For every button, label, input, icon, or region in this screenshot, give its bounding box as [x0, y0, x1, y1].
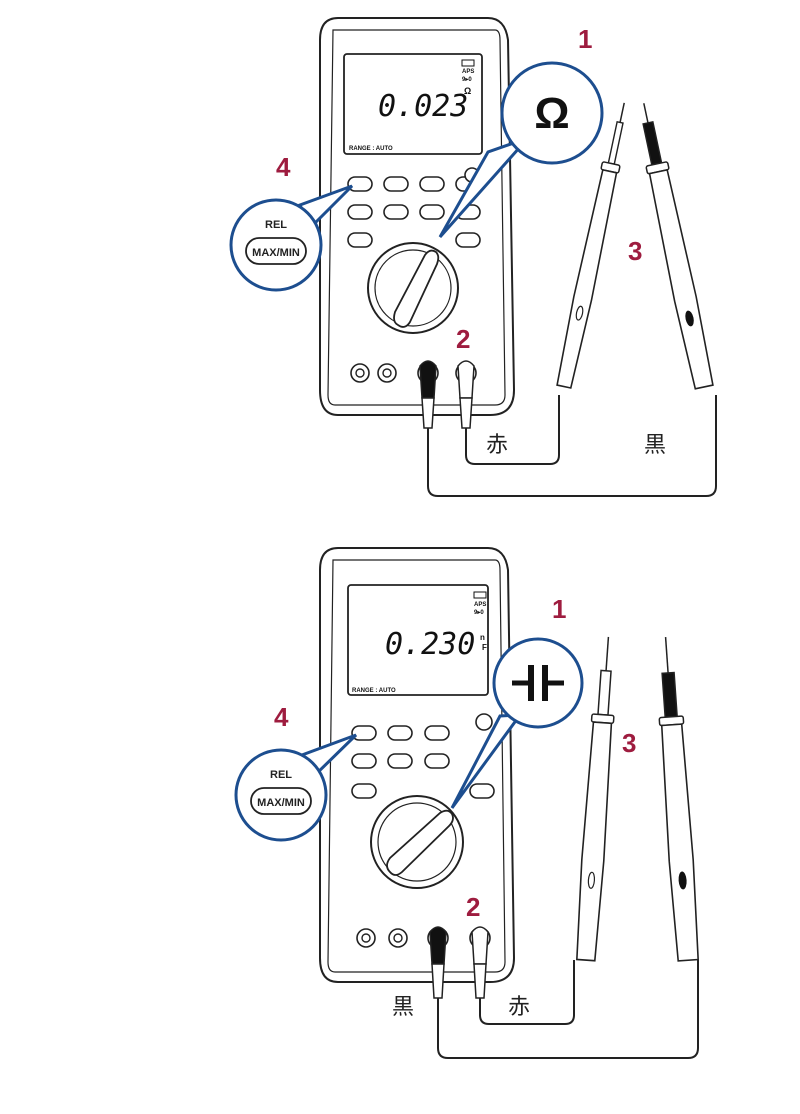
rotary-dial[interactable] [367, 242, 459, 334]
button[interactable] [383, 176, 409, 192]
button[interactable] [424, 753, 450, 769]
status-aps: APS [474, 602, 486, 608]
button[interactable] [424, 725, 450, 741]
rel-label: REL [265, 219, 287, 231]
capacitor-callout [450, 637, 584, 809]
black-lead-label: 黒 [644, 433, 666, 458]
red-lead-label: 赤 [486, 433, 508, 458]
maxmin-label: MAX/MIN [257, 797, 305, 809]
button[interactable] [351, 753, 377, 769]
rel-maxmin-callout: REL MAX/MIN [229, 184, 354, 292]
ohm-symbol-icon: Ω [534, 89, 569, 138]
display-unit: F [482, 643, 487, 652]
red-cable [465, 395, 560, 465]
step-4: 4 [274, 702, 289, 732]
black-plug [419, 360, 437, 429]
status-aps: APS [462, 69, 474, 75]
step-1: 1 [552, 594, 566, 624]
diagram-capacitance: 0.230 n F APS 9▸0 RANGE : AUTO [234, 547, 699, 1059]
status-icon: 9▸0 [462, 77, 472, 83]
rotary-dial[interactable] [370, 795, 464, 889]
display-value: 0.230 [385, 627, 475, 662]
maxmin-label: MAX/MIN [252, 247, 300, 259]
red-plug [457, 360, 475, 429]
black-plug [429, 926, 447, 999]
button[interactable] [419, 176, 445, 192]
red-probe [556, 102, 625, 389]
display-unit: Ω [464, 86, 471, 96]
button[interactable] [383, 204, 409, 220]
black-cable [437, 960, 699, 1059]
button[interactable] [347, 232, 373, 248]
button[interactable] [347, 204, 373, 220]
ohm-callout: Ω [438, 61, 604, 238]
red-probe [576, 636, 615, 962]
step-3: 3 [622, 728, 636, 758]
step-2: 2 [466, 892, 480, 922]
step-3: 3 [628, 236, 642, 266]
button[interactable] [351, 783, 377, 799]
black-probe [642, 103, 714, 390]
step-1: 1 [578, 24, 592, 54]
rel-maxmin-button[interactable] [347, 176, 373, 192]
red-cable [479, 960, 575, 1025]
rel-label: REL [270, 769, 292, 781]
button[interactable] [469, 783, 495, 799]
capacitor-symbol-icon [512, 665, 564, 701]
step-4: 4 [276, 152, 291, 182]
button[interactable] [387, 725, 413, 741]
rel-maxmin-button[interactable] [351, 725, 377, 741]
button[interactable] [419, 204, 445, 220]
button-row [351, 713, 495, 799]
display-value: 0.023 [378, 89, 468, 124]
black-lead-label: 黒 [392, 995, 414, 1020]
status-icon: 9▸0 [474, 610, 484, 616]
diagram-resistance: 0.023 Ω APS 9▸0 RANGE : AUTO [229, 17, 717, 497]
display-unit-prefix: n [480, 633, 485, 642]
step-2: 2 [456, 324, 470, 354]
range-text: RANGE : AUTO [349, 146, 393, 152]
red-plug [471, 926, 489, 999]
black-cable [427, 395, 717, 497]
battery-icon [461, 59, 475, 67]
battery-icon [473, 591, 487, 599]
lcd-display: 0.230 n F APS 9▸0 RANGE : AUTO [347, 584, 489, 696]
black-probe [658, 636, 699, 962]
button[interactable] [387, 753, 413, 769]
lcd-display: 0.023 Ω APS 9▸0 RANGE : AUTO [343, 53, 483, 155]
red-lead-label: 赤 [508, 995, 530, 1020]
range-text: RANGE : AUTO [352, 688, 396, 694]
button[interactable] [455, 232, 481, 248]
rel-maxmin-callout: REL MAX/MIN [234, 733, 358, 842]
